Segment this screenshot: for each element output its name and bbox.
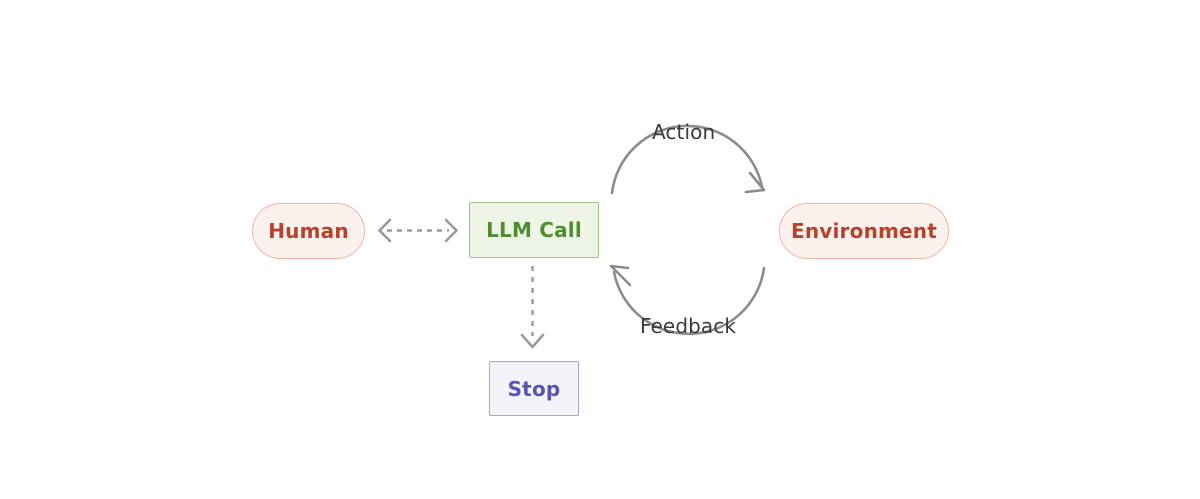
edge-action — [610, 124, 766, 195]
node-environment[interactable]: Environment — [779, 203, 949, 259]
node-llm-call-label: LLM Call — [486, 218, 582, 242]
node-environment-label: Environment — [790, 219, 938, 243]
arrowhead-left-icon — [378, 218, 392, 243]
edge-llm-call-stop — [520, 266, 545, 349]
arrowhead-down-icon — [520, 333, 545, 349]
edge-action-arc — [610, 124, 764, 195]
edge-feedback — [609, 264, 766, 336]
arrowhead-feedback-icon — [609, 264, 632, 287]
edge-feedback-arc — [612, 266, 766, 336]
edge-human-llm-call — [378, 218, 458, 243]
node-human[interactable]: Human — [252, 203, 365, 259]
edge-label-action: Action — [652, 120, 716, 144]
node-stop[interactable]: Stop — [489, 361, 579, 416]
node-stop-label: Stop — [507, 376, 561, 401]
node-llm-call[interactable]: LLM Call — [469, 202, 599, 258]
node-human-label: Human — [268, 219, 349, 243]
arrowhead-action-icon — [744, 171, 766, 194]
arrowhead-right-icon — [444, 218, 458, 243]
edge-label-feedback: Feedback — [640, 314, 737, 338]
